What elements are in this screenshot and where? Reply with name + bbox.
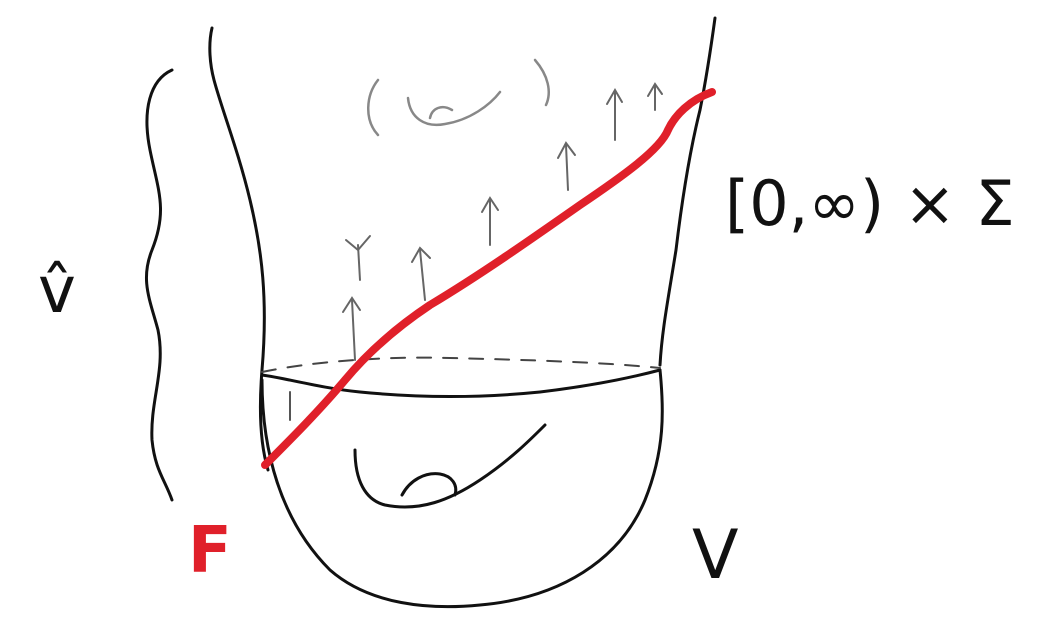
curly-brace <box>146 70 172 500</box>
handle-upper-paren-right <box>535 60 549 105</box>
up-arrow-icon <box>482 198 498 245</box>
handle-lower-icon <box>355 425 545 507</box>
ellipse-front <box>262 370 660 397</box>
up-arrow-icon <box>648 84 662 110</box>
vector-field <box>343 84 662 360</box>
handle-lower-inner-icon <box>402 474 456 495</box>
up-arrow-icon <box>346 236 370 280</box>
handle-upper-cup-icon <box>408 92 500 125</box>
up-arrow-icon <box>343 298 360 360</box>
F-label: F <box>188 514 232 588</box>
up-arrow-icon <box>607 90 622 140</box>
collar-label: [0,∞) × Σ <box>725 167 1015 240</box>
V-label: V <box>692 516 739 595</box>
handle-upper-paren-left <box>368 80 378 135</box>
right-boundary <box>660 18 715 365</box>
red-surface-F <box>265 92 712 465</box>
handle-upper-cup-inner-icon <box>430 107 452 118</box>
up-arrow-icon <box>412 248 430 300</box>
ellipse-back <box>262 358 660 372</box>
v-hat-label: v̂ <box>38 254 76 328</box>
up-arrow-icon <box>558 143 575 190</box>
left-boundary <box>210 28 268 470</box>
